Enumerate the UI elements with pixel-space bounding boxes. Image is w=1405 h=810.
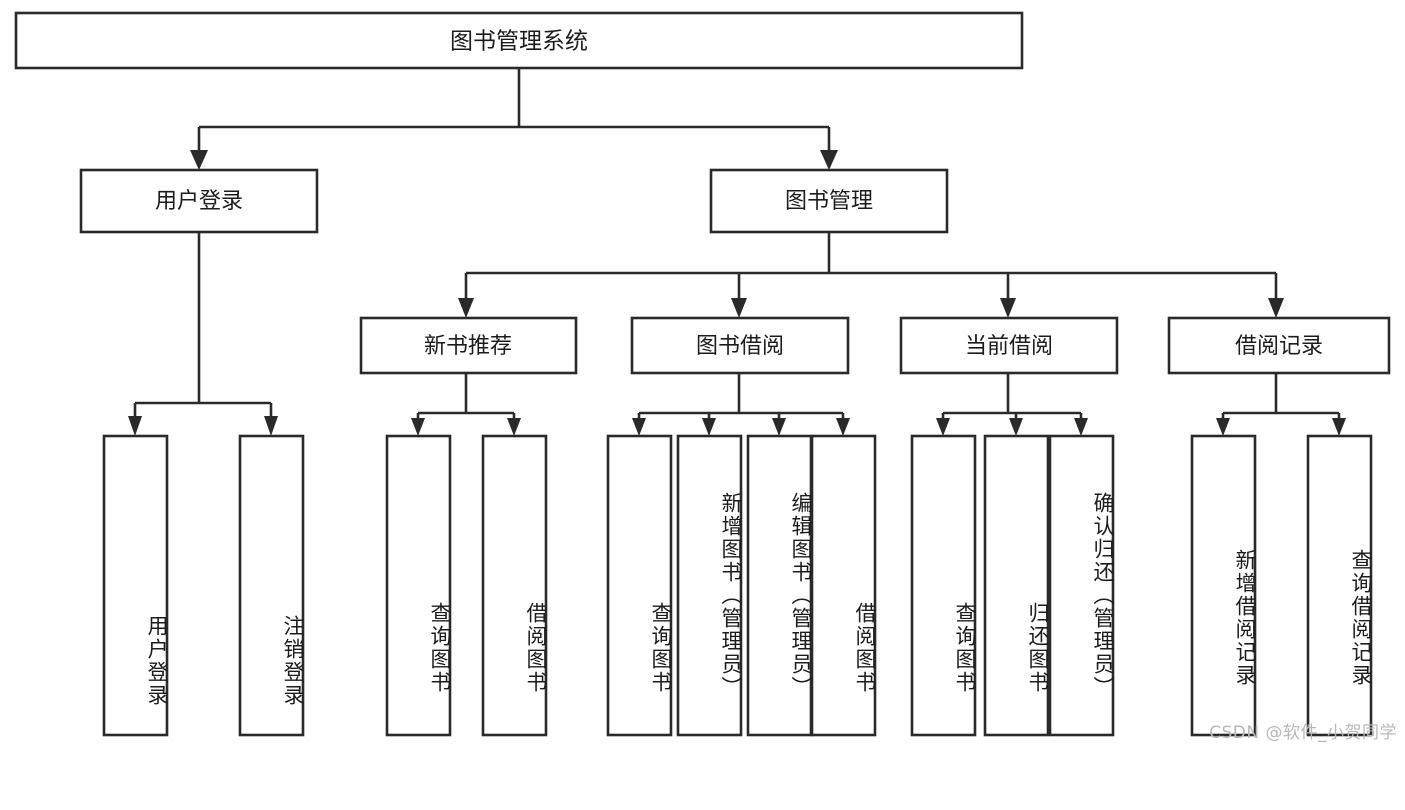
arrow-head-leaf-return-book	[1009, 418, 1023, 436]
node-user-login-label: 用户登录	[155, 189, 243, 214]
arrow-head-leaf-logout	[264, 416, 278, 436]
leaf-borrow-book-2-box[interactable]	[810, 434, 877, 737]
connector-group-current-borrow	[936, 373, 1088, 436]
arrow-head-leaf-add-record	[1216, 418, 1230, 436]
node-user-login-box[interactable]	[79, 168, 319, 234]
node-borrow-record[interactable]: 借阅记录	[1167, 316, 1391, 375]
node-new-book-rec-label: 新书推荐	[424, 334, 512, 359]
book-management-system-diagram: 图书管理系统 用户登录 图书管理 新书推荐 图书借阅 当前借阅 借阅记录	[14, 11, 1397, 743]
arrow-head-borrow-record	[1268, 298, 1284, 318]
node-book-manage-box[interactable]	[709, 168, 949, 234]
node-borrow-record-label: 借阅记录	[1235, 334, 1323, 359]
connector-group-borrow-record	[1216, 373, 1346, 436]
node-current-borrow[interactable]: 当前借阅	[899, 316, 1119, 375]
node-book-borrow-box[interactable]	[630, 316, 850, 375]
connector-group-book-manage	[458, 232, 1284, 318]
node-current-borrow-box[interactable]	[899, 316, 1119, 375]
arrow-head-leaf-edit-book	[772, 418, 786, 436]
arrow-head-leaf-query-book-1	[411, 418, 425, 436]
connector-group-root	[190, 68, 838, 170]
connector-group-book-borrow	[632, 373, 850, 436]
node-new-book-rec[interactable]: 新书推荐	[359, 316, 578, 375]
node-new-book-rec-box[interactable]	[359, 316, 578, 375]
leaf-logout-box[interactable]	[238, 434, 305, 737]
leaf-query-book-3-box[interactable]	[910, 434, 977, 737]
tree-diagram-svg: 图书管理系统 用户登录 图书管理 新书推荐 图书借阅 当前借阅 借阅记录	[14, 11, 1391, 737]
arrow-head-current-borrow	[1000, 298, 1016, 318]
node-user-login[interactable]: 用户登录	[79, 168, 319, 234]
leaf-add-book-box[interactable]	[676, 434, 743, 737]
arrow-head-leaf-user-login	[128, 416, 142, 436]
arrow-head-user-login	[190, 150, 208, 170]
arrow-head-leaf-borrow-book-2	[836, 418, 850, 436]
watermark-text: CSDN @软件_小贺同学	[1209, 723, 1397, 743]
arrow-head-leaf-confirm-return	[1074, 418, 1088, 436]
leaf-borrow-book-1-box[interactable]	[481, 434, 548, 737]
node-root[interactable]: 图书管理系统	[14, 11, 1024, 70]
node-current-borrow-label: 当前借阅	[965, 334, 1053, 359]
node-root-label: 图书管理系统	[450, 29, 588, 55]
leaf-query-book-2-box[interactable]	[606, 434, 673, 737]
leaf-edit-book-box[interactable]	[746, 434, 813, 737]
arrow-head-leaf-query-record	[1332, 418, 1346, 436]
leaf-query-book-1-box[interactable]	[385, 434, 452, 737]
leaf-boxes	[102, 434, 1373, 737]
node-root-box[interactable]	[14, 11, 1024, 70]
connector-group-user-login	[128, 232, 278, 436]
leaf-return-book-box[interactable]	[983, 434, 1050, 737]
leaf-query-record-box[interactable]	[1306, 434, 1373, 737]
arrow-head-book-borrow	[731, 298, 747, 318]
arrow-head-leaf-query-book-2	[632, 418, 646, 436]
arrow-head-new-book-rec	[458, 298, 474, 318]
arrow-head-leaf-query-book-3	[936, 418, 950, 436]
leaf-add-record-box[interactable]	[1190, 434, 1257, 737]
leaf-user-login-box[interactable]	[102, 434, 169, 737]
node-borrow-record-box[interactable]	[1167, 316, 1391, 375]
node-book-borrow-label: 图书借阅	[696, 334, 784, 359]
arrow-head-leaf-borrow-book-1	[507, 418, 521, 436]
node-book-manage-label: 图书管理	[785, 189, 873, 214]
arrow-head-book-manage	[820, 150, 838, 170]
node-book-manage[interactable]: 图书管理	[709, 168, 949, 234]
arrow-head-leaf-add-book	[702, 418, 716, 436]
node-book-borrow[interactable]: 图书借阅	[630, 316, 850, 375]
connector-group-new-book-rec	[411, 373, 521, 436]
leaf-confirm-return-box[interactable]	[1048, 434, 1115, 737]
